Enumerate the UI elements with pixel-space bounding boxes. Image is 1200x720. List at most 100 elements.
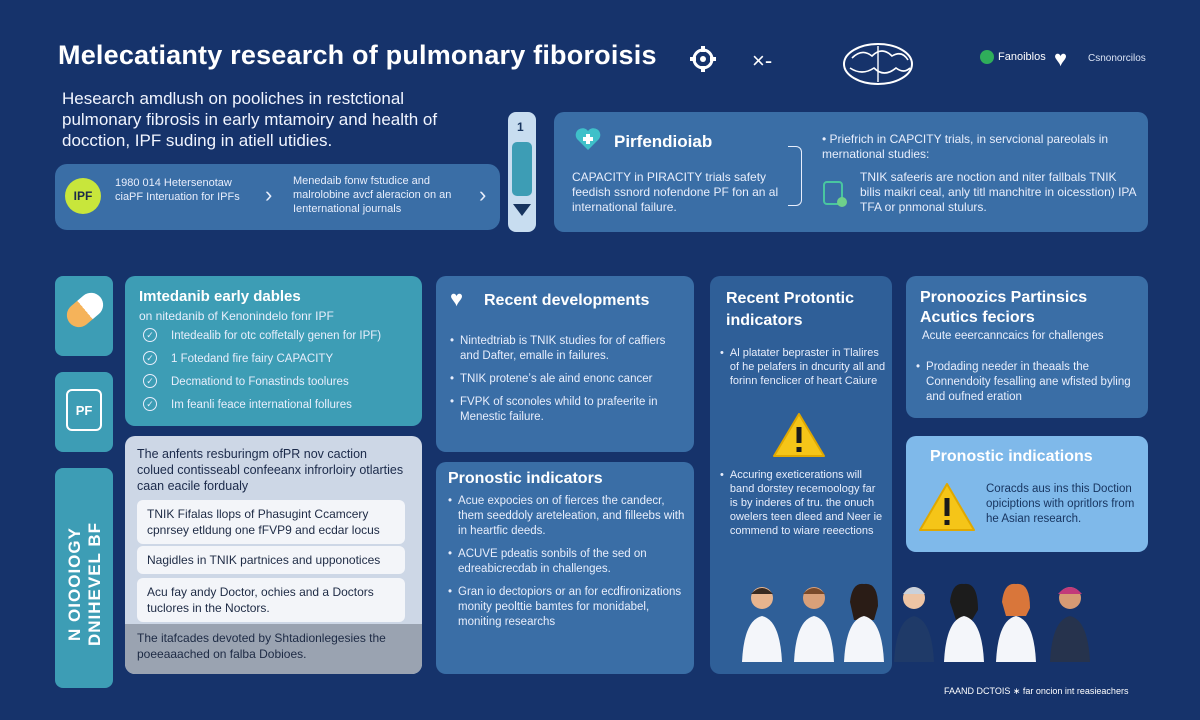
- intro-text: Hesearch amdlush on pooliches in restcti…: [62, 89, 438, 150]
- bullet-dot: •: [720, 347, 724, 359]
- pf-shield-tile: PF: [55, 372, 113, 452]
- list-item: • Gran io dectopiors or an for ecdfironiz…: [448, 585, 688, 630]
- check-icon: ✓: [143, 374, 157, 388]
- prognostic-partners-item: • Prodading needer in theaals the Connend…: [916, 360, 1142, 405]
- capacity-bullet-text: Priefrich in CAPCITY trials, in servcion…: [822, 132, 1109, 161]
- protontic-item2: • Accuring exeticerations will band dorst…: [720, 468, 886, 538]
- pronostic-indicators-title: Pronostic indicators: [448, 470, 603, 487]
- doctor-figure: [794, 587, 834, 662]
- list-item-text: TNIK proteneʼs ale aind enonc cancer: [460, 373, 653, 385]
- ipf-strip: IPF 1980 014 Hetersenotaw ciaPF Interuat…: [55, 164, 500, 230]
- finding-card: Acu fay andy Doctor, ochies and a Doctor…: [137, 578, 405, 622]
- check-icon: ✓: [143, 351, 157, 365]
- list-item: ✓ Im feanli feace international follures: [143, 397, 417, 414]
- pirfenidone-panel: Pirfendioiab CAPACITY in PIRACITY trials…: [554, 112, 1148, 232]
- warning-icon: [772, 412, 826, 463]
- list-item: • FVPK of sconoles whild to prafeerite in…: [450, 395, 686, 425]
- check-icon: ✓: [143, 397, 157, 411]
- list-item-text: Decmationd to Fonastinds toolures: [171, 376, 349, 388]
- nintedanib-list: ✓ Intedealib for otc coffetally genen for…: [143, 328, 417, 414]
- doctor-figure: [844, 583, 884, 662]
- list-item-text: ACUVE pdeatis sonbils of the sed on edre…: [458, 548, 647, 575]
- chevron-down-icon[interactable]: [513, 204, 531, 216]
- bullet-dot: •: [720, 469, 724, 481]
- prognostic-partners-title: Pronoozics Partinsics Acutics feciors: [920, 289, 1088, 326]
- recent-developments-title: Recent developments: [484, 292, 650, 309]
- nintedanib-title: Imtedanib early dables: [139, 288, 301, 305]
- list-item: • Prodading needer in theaals the Connend…: [916, 360, 1142, 405]
- doctor-figure: [894, 587, 934, 662]
- bullet-dot: •: [822, 132, 830, 146]
- vertical-label: N OIOOIOGY DNIHEVEL BF: [65, 521, 104, 647]
- findings-footer-bg: [125, 624, 422, 674]
- capacity-bullet: • Priefrich in CAPCITY trials, in servci…: [822, 132, 1142, 162]
- bullet-dot: •: [450, 373, 455, 385]
- pronostic-indications-text: Coracds aus ins this Doction opiciptions…: [986, 483, 1135, 525]
- list-item: • Acue expocies on of fierces the candecr…: [448, 494, 688, 539]
- bullet-dot: •: [450, 396, 455, 408]
- bullet-dot: •: [916, 361, 921, 373]
- list-item-text: Im feanli feace international follures: [171, 399, 352, 411]
- list-item-text: Al platater bepraster in Tlalires of he …: [729, 347, 886, 387]
- chevron-right-icon: ›: [265, 182, 273, 207]
- bracket-connector: [788, 146, 802, 206]
- list-item-text: Acue expocies on of fierces the candecr,…: [458, 495, 685, 537]
- shield-icon: PF: [66, 389, 102, 431]
- bullet-dot: •: [450, 335, 455, 347]
- capacity-text: TNIK safeeris are noction and niter fall…: [860, 170, 1136, 214]
- slider-number: 1: [517, 120, 524, 134]
- list-item: ✓ Decmationd to Fonastinds toolures: [143, 374, 417, 391]
- nintedanib-panel: Imtedanib early dables on nitedanib of K…: [125, 276, 422, 426]
- nintedanib-subtitle: on nitedanib of Kenonindelo fonr IPF: [139, 309, 334, 323]
- ipf-badge-label: IPF: [73, 189, 93, 203]
- recent-developments-list: • Nintedtriab is TNIK studies for of caff…: [450, 334, 686, 425]
- heart-icon: ♥: [450, 286, 464, 311]
- list-item-text: Nintedtriab is TNIK studies for of caffi…: [460, 335, 666, 362]
- chevron-right-icon[interactable]: ›: [479, 182, 487, 207]
- prognostic-partners-subtitle: Acute eeercanncaics for challenges: [922, 330, 1104, 342]
- brain-icon: [838, 40, 918, 93]
- protontic-item1: • Al platater bepraster in Tlalires of he…: [720, 346, 886, 388]
- bullet-dot: •: [448, 548, 453, 560]
- x-mark: ×-: [752, 48, 773, 73]
- list-item-text: Gran io dectopiors or an for ecdfironiza…: [458, 586, 682, 628]
- check-icon: ✓: [143, 328, 157, 342]
- heart-plus-icon: [574, 126, 602, 152]
- ipf-badge: IPF: [65, 178, 101, 214]
- findings-intro: The anfents resburingm ofPR nov caction …: [137, 447, 404, 493]
- list-item: • ACUVE pdeatis sonbils of the sed on edr…: [448, 547, 688, 577]
- brand-left-label: Fanoiblos: [998, 51, 1046, 63]
- finding-card: Nagidles in TNIK partnices and upponotic…: [137, 546, 405, 574]
- protontic-title: Recent Protontic indicators: [726, 290, 855, 329]
- slider-handle[interactable]: [512, 142, 532, 196]
- list-item: ✓ 1 Fotedand fire fairy CAPACITY: [143, 351, 417, 368]
- findings-footer: The itafcades devoted by Shtadionlegesie…: [137, 631, 386, 661]
- pf-badge-label: PF: [75, 402, 93, 418]
- doctors-illustration: [740, 580, 1140, 662]
- pronostic-indications-panel: Pronostic indications Coracds aus ins th…: [906, 436, 1148, 552]
- list-item: • Accuring exeticerations will band dorst…: [720, 468, 886, 538]
- vertical-label-tile: N OIOOIOGY DNIHEVEL BF: [55, 468, 113, 688]
- doctor-figure: [742, 587, 782, 662]
- flask-icon: [822, 178, 848, 208]
- list-item-text: Intedealib for otc coffetally genen for …: [171, 330, 382, 342]
- bullet-dot: •: [448, 586, 453, 598]
- pirfenidone-text: CAPACITY in PIRACITY trials safety feedi…: [572, 170, 779, 214]
- list-item-text: Accuring exeticerations will band dorste…: [729, 469, 883, 537]
- ipf-col1: 1980 014 Hetersenotaw ciaPF Interuation …: [115, 177, 240, 203]
- bullet-dot: •: [448, 495, 453, 507]
- recent-developments-panel: ♥ Recent developments • Nintedtriab is TN…: [436, 276, 694, 452]
- pronostic-indicators-panel: Pronostic indicators • Acue expocies on o…: [436, 462, 694, 674]
- brand-leaf-icon: [980, 50, 994, 64]
- list-item-text: 1 Fotedand fire fairy CAPACITY: [171, 353, 334, 365]
- page-title: Melecatianty research of pulmonary fibor…: [58, 40, 657, 70]
- vertical-slider[interactable]: 1: [508, 112, 536, 232]
- brand-logo-left: Fanoiblos: [980, 50, 1046, 64]
- doctor-figure: [944, 583, 984, 662]
- gear-icon: [688, 44, 718, 79]
- prognostic-partners-panel: Pronoozics Partinsics Acutics feciors Ac…: [906, 276, 1148, 418]
- heart-icon: ♥: [1054, 46, 1068, 71]
- list-item-text: FVPK of sconoles whild to prafeerite in …: [460, 396, 658, 423]
- list-item-text: Prodading needer in theaals the Connendo…: [926, 361, 1131, 403]
- list-item: ✓ Intedealib for otc coffetally genen for…: [143, 328, 417, 345]
